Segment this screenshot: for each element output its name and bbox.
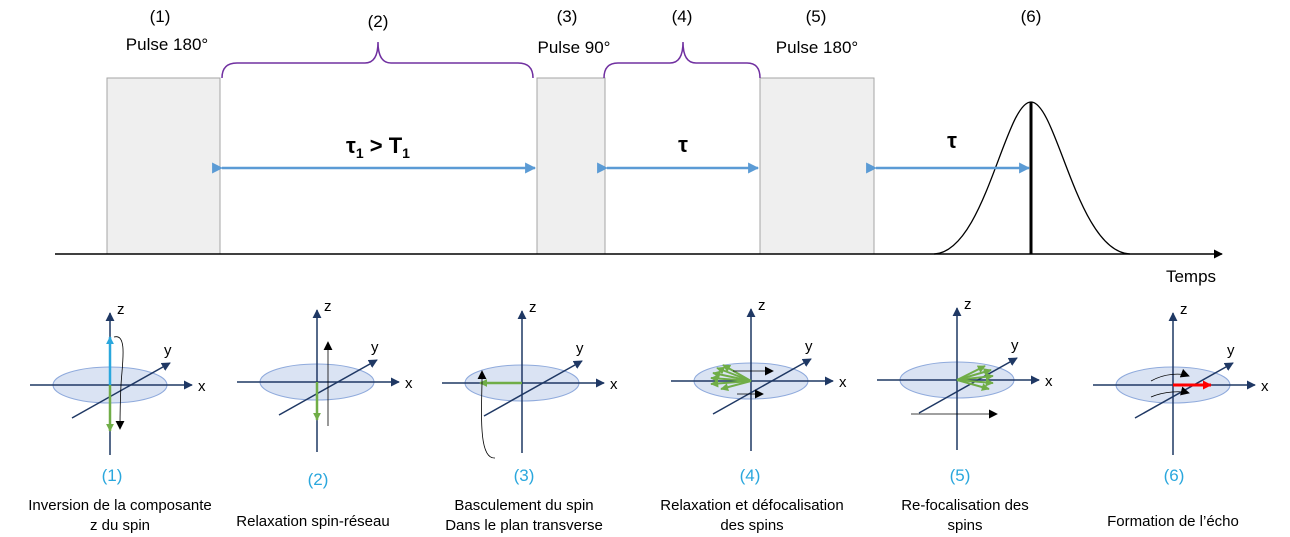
x-axis-label: x: [839, 374, 847, 391]
step-2-coordinate-diagram: x y z: [237, 298, 413, 452]
flip-arrow: [477, 370, 496, 459]
z-axis-label: z: [964, 296, 972, 313]
brace-2: [221, 41, 534, 79]
y-axis-label: y: [576, 340, 584, 357]
step-caption-6-line-1: Formation de l’écho: [1107, 513, 1239, 530]
brace-4: [603, 41, 761, 79]
pulse-block-5: [759, 77, 875, 255]
y-axis-label: y: [371, 339, 379, 356]
spin-vector: [710, 374, 752, 383]
step-number-6: (6): [1164, 466, 1185, 485]
rephasing-arrow: [1150, 368, 1190, 382]
time-axis-label: Temps: [1166, 267, 1216, 286]
timeline: (1) (2) (3) (4) (5) (6) Pulse 180° Pulse…: [55, 7, 1223, 286]
x-axis-label: x: [610, 376, 618, 393]
z-axis-label: z: [529, 299, 537, 316]
interval-label-tau1: τ1 > T1: [346, 133, 410, 161]
interval-label-tau-a: τ: [678, 132, 688, 157]
y-axis: [483, 360, 583, 417]
pulse-label-3: Pulse 90°: [538, 38, 611, 57]
pulse-block-1: [106, 77, 221, 255]
step-caption-5-line-2: spins: [947, 517, 982, 534]
top-number-6: (6): [1021, 7, 1042, 26]
step-caption-4-line-2: des spins: [720, 517, 783, 534]
step-number-3: (3): [514, 466, 535, 485]
interval-label-tau-b: τ: [947, 128, 957, 153]
step-caption-1-line-2: z du spin: [90, 517, 150, 534]
x-axis-label: x: [1261, 378, 1269, 395]
spin-vector: [956, 372, 994, 381]
step-caption-3-line-1: Basculement du spin: [454, 497, 593, 514]
step-caption-3-line-2: Dans le plan transverse: [445, 517, 603, 534]
z-axis-label: z: [324, 298, 332, 315]
top-number-4: (4): [672, 7, 693, 26]
step-1-coordinate-diagram: x y z: [30, 301, 206, 455]
spin-vector: [956, 378, 994, 387]
rephasing-arrow: [1150, 386, 1190, 398]
step-6-coordinate-diagram: x y z: [1093, 301, 1269, 455]
spin-vector: [722, 364, 752, 382]
top-number-5: (5): [806, 7, 827, 26]
x-axis-label: x: [1045, 373, 1053, 390]
step-5-coordinate-diagram: x y z: [877, 296, 1053, 450]
pulse-block-3: [536, 77, 606, 255]
pulse-label-1: Pulse 180°: [126, 35, 208, 54]
pulse-label-5: Pulse 180°: [776, 38, 858, 57]
y-axis: [918, 357, 1018, 414]
step-number-2: (2): [308, 470, 329, 489]
spin-vector: [956, 365, 986, 381]
step-number-5: (5): [950, 466, 971, 485]
step-number-1: (1): [102, 466, 123, 485]
step-caption-2-line-1: Relaxation spin-réseau: [236, 513, 389, 530]
x-axis-label: x: [405, 375, 413, 392]
top-number-3: (3): [557, 7, 578, 26]
y-axis-label: y: [805, 338, 813, 355]
step-3-coordinate-diagram: x y z: [442, 299, 618, 459]
step-4-coordinate-diagram: x y z: [671, 297, 847, 451]
y-axis: [712, 358, 812, 415]
top-number-2: (2): [368, 12, 389, 31]
step-caption-1-line-1: Inversion de la composante: [28, 497, 211, 514]
step-captions: (1) Inversion de la composante z du spin…: [28, 466, 1239, 534]
step-caption-4-line-1: Relaxation et défocalisation: [660, 497, 843, 514]
y-axis-label: y: [1011, 337, 1019, 354]
y-axis-label: y: [164, 342, 172, 359]
z-axis-label: z: [1180, 301, 1188, 318]
z-axis-label: z: [758, 297, 766, 314]
top-number-1: (1): [150, 7, 171, 26]
spin-vector: [720, 380, 752, 392]
x-axis-label: x: [198, 378, 206, 395]
rotation-arrow: [113, 336, 125, 430]
step-number-4: (4): [740, 466, 761, 485]
step-caption-5-line-1: Re-focalisation des: [901, 497, 1029, 514]
y-axis-label: y: [1227, 342, 1235, 359]
z-axis-label: z: [117, 301, 125, 318]
spin-vector: [956, 379, 990, 391]
